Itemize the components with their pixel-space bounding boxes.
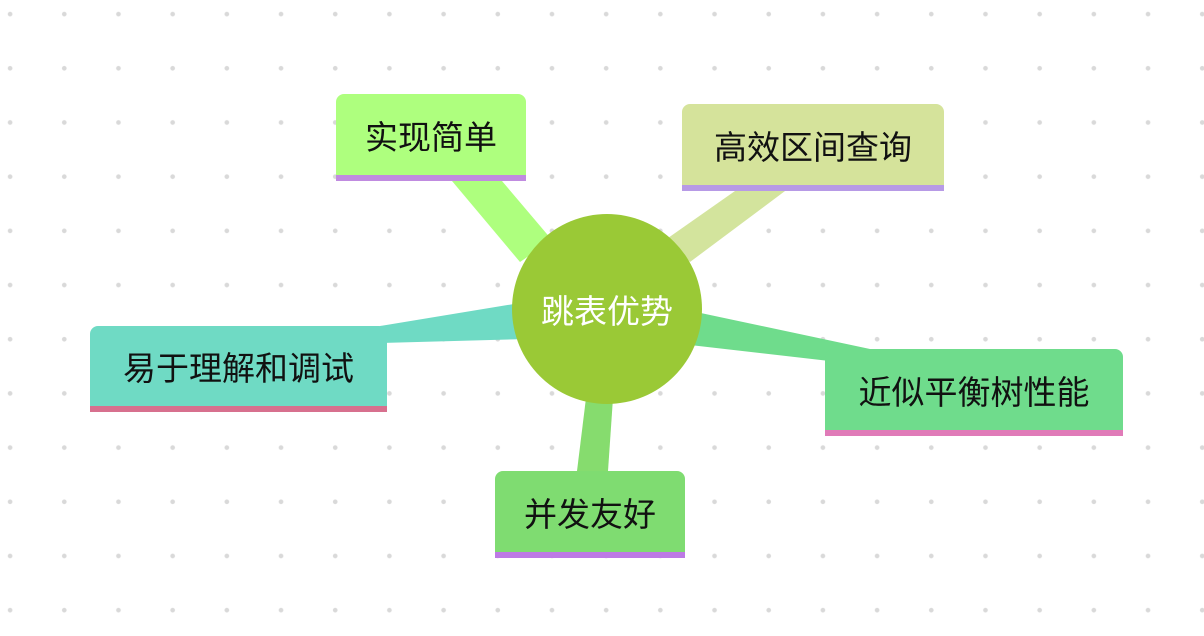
branch-label-range-query: 高效区间查询 <box>714 127 912 167</box>
branch-label-concurrent: 并发友好 <box>524 494 656 534</box>
branch-node-balanced-tree[interactable]: 近似平衡树性能 <box>825 349 1123 436</box>
connector-simple <box>452 181 552 262</box>
connector-concurrent <box>577 398 613 471</box>
branch-node-simple[interactable]: 实现简单 <box>336 94 526 181</box>
center-topic[interactable]: 跳表优势 <box>512 214 702 404</box>
branch-label-debug: 易于理解和调试 <box>123 349 354 388</box>
connector-range <box>668 191 785 262</box>
branch-node-debug[interactable]: 易于理解和调试 <box>90 326 387 412</box>
branch-node-range-query[interactable]: 高效区间查询 <box>682 104 944 191</box>
connector-debug <box>380 302 528 343</box>
center-topic-label: 跳表优势 <box>541 292 673 331</box>
branch-node-concurrent[interactable]: 并发友好 <box>495 471 685 558</box>
branch-label-balanced-tree: 近似平衡树性能 <box>858 372 1090 412</box>
branch-label-simple: 实现简单 <box>365 117 497 157</box>
